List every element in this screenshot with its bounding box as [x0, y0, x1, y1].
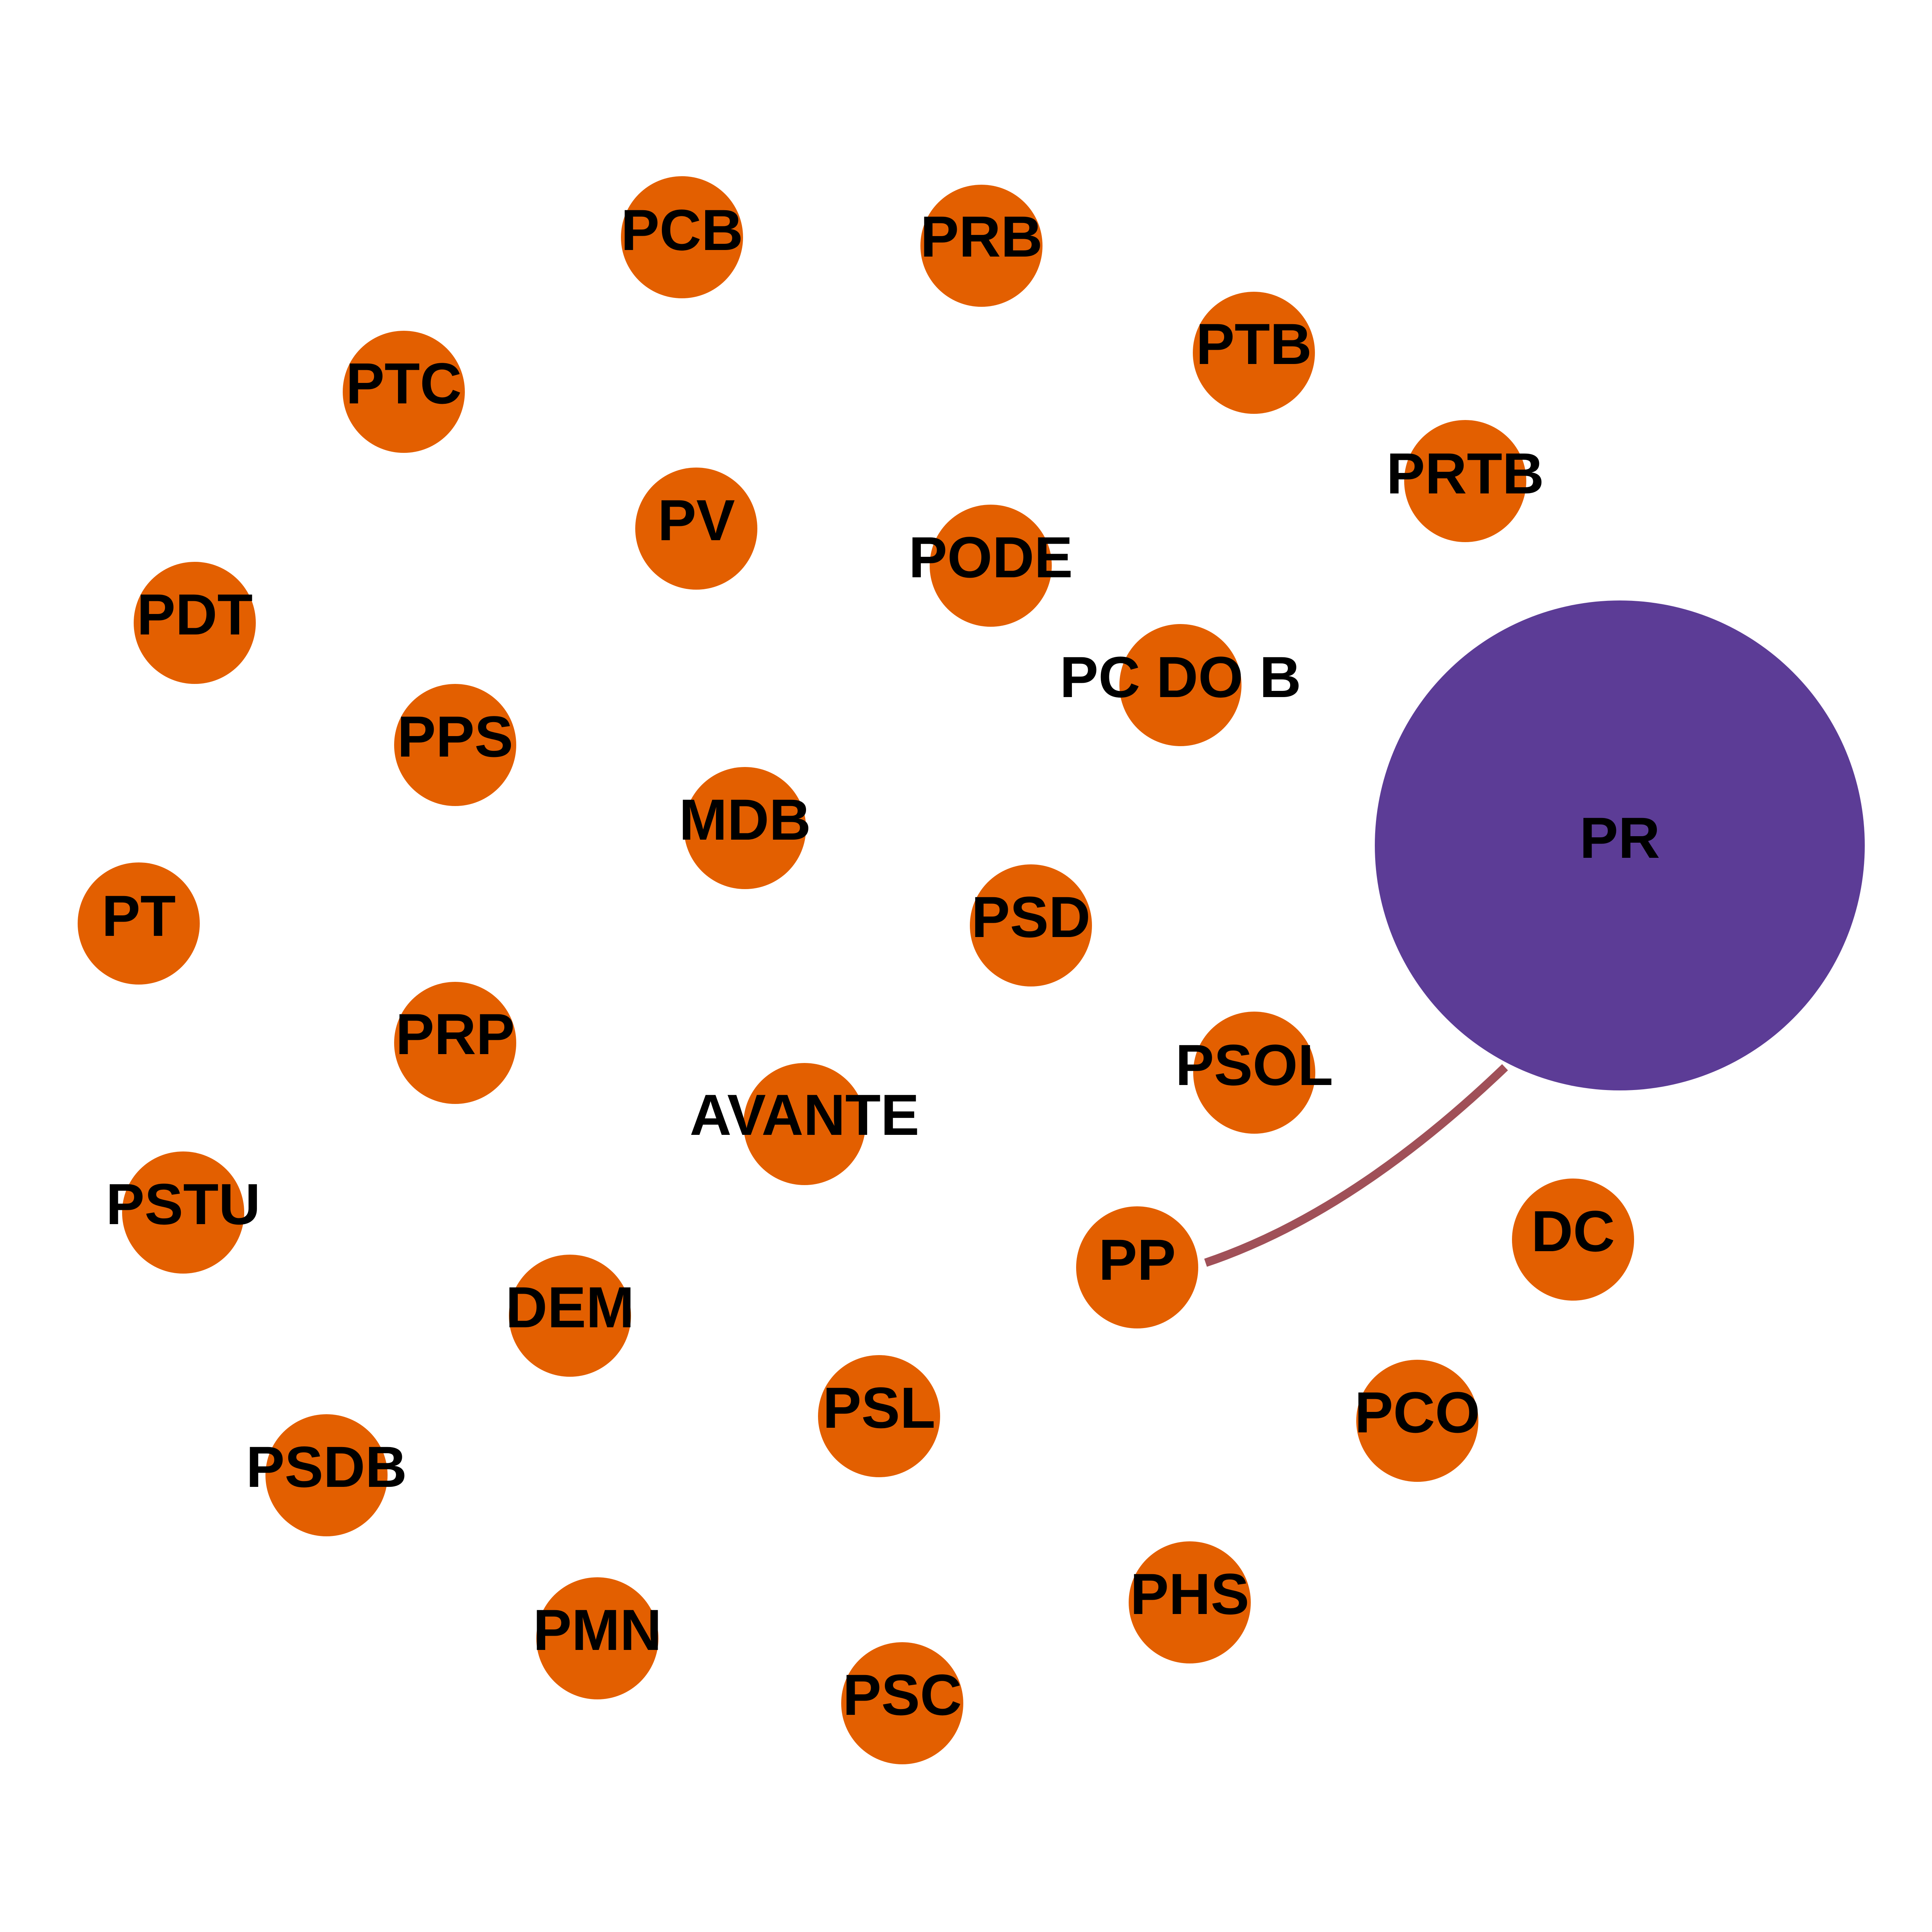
- node-prp: PRP: [394, 982, 516, 1104]
- node-pr: PR: [1375, 600, 1865, 1090]
- node-label-phs: PHS: [1130, 1561, 1249, 1626]
- node-circle-ptb: [1193, 292, 1315, 414]
- node-label-avante: AVANTE: [690, 1082, 919, 1147]
- node-pode: PODE: [908, 505, 1073, 627]
- node-circle-pv: [635, 468, 757, 590]
- node-circle-pmn: [536, 1577, 658, 1699]
- node-circle-psc: [841, 1642, 963, 1764]
- node-circle-pcdob: [1119, 624, 1242, 746]
- node-circle-ptc: [343, 331, 465, 453]
- node-label-prp: PRP: [396, 1002, 515, 1066]
- node-label-psd: PSD: [971, 884, 1090, 949]
- edges-layer: [1204, 1064, 1508, 1267]
- node-pv: PV: [635, 468, 757, 590]
- node-circle-pstu: [122, 1151, 244, 1274]
- node-label-pv: PV: [658, 488, 735, 553]
- node-circle-psl: [818, 1355, 940, 1477]
- node-circle-dc: [1512, 1179, 1634, 1301]
- node-prtb: PRTB: [1386, 420, 1544, 542]
- node-circle-pode: [930, 505, 1052, 627]
- node-circle-prb: [920, 185, 1043, 307]
- node-label-ptc: PTC: [346, 351, 462, 416]
- node-label-pco: PCO: [1354, 1380, 1480, 1445]
- node-dem: DEM: [505, 1255, 634, 1377]
- node-circle-pt: [78, 862, 200, 985]
- node-label-dem: DEM: [505, 1275, 634, 1340]
- node-psol: PSOL: [1175, 1012, 1333, 1134]
- node-label-pt: PT: [102, 883, 176, 948]
- node-circle-psol: [1193, 1012, 1315, 1134]
- node-label-pp: PP: [1099, 1227, 1176, 1292]
- node-label-psol: PSOL: [1175, 1032, 1333, 1097]
- node-pt: PT: [78, 862, 200, 985]
- node-pco: PCO: [1354, 1360, 1480, 1482]
- node-pcdob: PC DO B: [1060, 624, 1301, 746]
- nodes-layer: PCB PRB PTB PTC PRTB PV PODE PDT PC DO B PPS MDB PR…: [78, 176, 1865, 1764]
- node-circle-phs: [1129, 1541, 1251, 1663]
- node-pp: PP: [1076, 1206, 1198, 1328]
- node-circle-pcb: [621, 176, 743, 298]
- node-prb: PRB: [920, 185, 1043, 307]
- node-ptb: PTB: [1193, 292, 1315, 414]
- node-label-mdb: MDB: [679, 787, 811, 852]
- node-label-ptb: PTB: [1196, 311, 1312, 376]
- node-label-pps: PPS: [397, 704, 513, 769]
- node-circle-prtb: [1404, 420, 1526, 542]
- node-circle-pco: [1356, 1360, 1478, 1482]
- node-ptc: PTC: [343, 331, 465, 453]
- node-label-pr: PR: [1580, 805, 1660, 870]
- node-label-pmn: PMN: [533, 1597, 662, 1662]
- node-circle-pps: [394, 684, 516, 806]
- node-label-prtb: PRTB: [1386, 441, 1544, 506]
- node-circle-pr: [1375, 600, 1865, 1090]
- node-pcb: PCB: [621, 176, 743, 298]
- node-label-pcb: PCB: [621, 197, 743, 262]
- node-psdb: PSDB: [246, 1414, 407, 1536]
- node-label-pcdob: PC DO B: [1060, 645, 1301, 709]
- node-label-pstu: PSTU: [106, 1172, 260, 1236]
- edge-pp-pr: [1204, 1064, 1508, 1267]
- node-circle-pdt: [134, 562, 256, 684]
- node-pdt: PDT: [134, 562, 256, 684]
- node-psl: PSL: [818, 1355, 940, 1477]
- node-label-psl: PSL: [823, 1375, 935, 1440]
- node-circle-psdb: [265, 1414, 388, 1536]
- node-label-psdb: PSDB: [246, 1434, 407, 1499]
- node-pstu: PSTU: [106, 1151, 260, 1274]
- node-pps: PPS: [394, 684, 516, 806]
- node-label-pode: PODE: [908, 525, 1073, 590]
- node-label-dc: DC: [1531, 1199, 1615, 1264]
- node-phs: PHS: [1129, 1541, 1251, 1663]
- node-psd: PSD: [970, 864, 1092, 986]
- node-circle-dem: [509, 1255, 631, 1377]
- node-avante: AVANTE: [690, 1063, 919, 1185]
- node-circle-prp: [394, 982, 516, 1104]
- node-psc: PSC: [841, 1642, 963, 1764]
- node-label-pdt: PDT: [137, 582, 253, 647]
- node-circle-mdb: [684, 767, 806, 889]
- node-circle-pp: [1076, 1206, 1198, 1328]
- node-label-prb: PRB: [920, 204, 1043, 269]
- node-circle-avante: [743, 1063, 866, 1185]
- node-label-psc: PSC: [843, 1662, 962, 1727]
- node-pmn: PMN: [533, 1577, 662, 1699]
- node-dc: DC: [1512, 1179, 1634, 1301]
- node-circle-psd: [970, 864, 1092, 986]
- node-mdb: MDB: [679, 767, 811, 889]
